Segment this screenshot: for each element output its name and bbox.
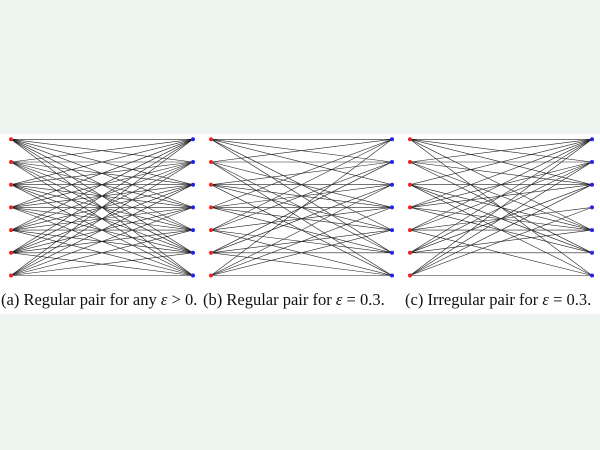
right-node xyxy=(390,160,394,164)
edge xyxy=(409,139,593,276)
left-node xyxy=(209,137,213,142)
edge xyxy=(409,139,593,254)
edge xyxy=(10,139,194,185)
edge xyxy=(409,139,593,185)
edge xyxy=(10,139,194,254)
left-node xyxy=(209,250,213,255)
caption-b: (b) Regular pair for ε = 0.3. xyxy=(203,290,385,310)
caption-c-epsilon: ε xyxy=(542,290,549,309)
left-node xyxy=(209,273,213,278)
edge xyxy=(210,184,393,276)
bipartite-graph-c xyxy=(408,137,594,278)
right-node xyxy=(191,250,195,255)
caption-a-suffix: > 0. xyxy=(167,290,198,309)
left-node xyxy=(408,250,412,255)
caption-a-epsilon: ε xyxy=(160,290,168,309)
caption-b-text: (b) Regular pair for xyxy=(203,290,336,309)
edge xyxy=(210,139,393,163)
left-node xyxy=(209,205,213,210)
right-node xyxy=(590,273,594,278)
right-node xyxy=(390,273,394,278)
right-node xyxy=(390,205,394,210)
right-node xyxy=(390,250,394,255)
left-node xyxy=(9,137,13,142)
right-node xyxy=(191,205,195,210)
edge xyxy=(10,139,194,231)
left-node xyxy=(9,205,13,210)
edge xyxy=(10,252,194,276)
right-node xyxy=(390,137,394,142)
caption-c-suffix: = 0.3. xyxy=(548,290,592,309)
left-node xyxy=(9,273,13,278)
left-node xyxy=(9,250,13,255)
edge xyxy=(210,139,393,231)
left-node xyxy=(408,273,412,278)
edge xyxy=(210,161,393,231)
edge xyxy=(210,229,393,276)
bipartite-graph-b xyxy=(209,137,394,278)
edge xyxy=(10,184,194,276)
right-node xyxy=(590,228,594,233)
right-node xyxy=(191,182,195,187)
right-node xyxy=(191,273,195,278)
edge xyxy=(409,207,593,276)
edge xyxy=(409,161,593,276)
edge xyxy=(210,139,393,208)
right-node xyxy=(390,228,394,233)
edge xyxy=(10,161,194,276)
left-node xyxy=(209,182,213,187)
left-node xyxy=(9,160,13,164)
left-node xyxy=(9,228,13,233)
edge xyxy=(10,139,194,208)
left-node xyxy=(9,182,13,187)
caption-a-text: (a) Regular pair for any xyxy=(1,290,161,309)
left-node xyxy=(408,205,412,210)
edge xyxy=(210,184,393,254)
figure-panel xyxy=(0,134,600,314)
caption-c: (c) Irregular pair for ε = 0.3. xyxy=(405,290,591,310)
edge xyxy=(10,139,194,276)
right-node xyxy=(390,182,394,187)
right-node xyxy=(191,228,195,233)
edge xyxy=(210,252,393,276)
right-node xyxy=(590,137,594,142)
edge xyxy=(10,229,194,276)
right-node xyxy=(590,250,594,255)
edge xyxy=(10,139,194,163)
right-node xyxy=(590,182,594,187)
right-node xyxy=(590,160,594,164)
left-node xyxy=(209,160,213,164)
right-node xyxy=(191,137,195,142)
right-node xyxy=(191,160,195,164)
left-node xyxy=(408,137,412,142)
edge xyxy=(409,139,593,231)
caption-b-suffix: = 0.3. xyxy=(342,290,385,309)
right-node xyxy=(590,205,594,210)
left-node xyxy=(408,228,412,233)
left-node xyxy=(408,182,412,187)
edge xyxy=(409,139,593,163)
edge xyxy=(10,207,194,276)
left-node xyxy=(408,160,412,164)
edge xyxy=(210,207,393,276)
caption-b-epsilon: ε xyxy=(335,290,343,309)
edge xyxy=(409,184,593,276)
edge xyxy=(210,139,393,276)
caption-a: (a) Regular pair for any ε > 0. xyxy=(1,290,197,310)
bipartite-graph-a xyxy=(9,137,195,278)
caption-c-text: (c) Irregular pair for xyxy=(405,290,543,309)
edge xyxy=(409,139,593,208)
left-node xyxy=(209,228,213,233)
